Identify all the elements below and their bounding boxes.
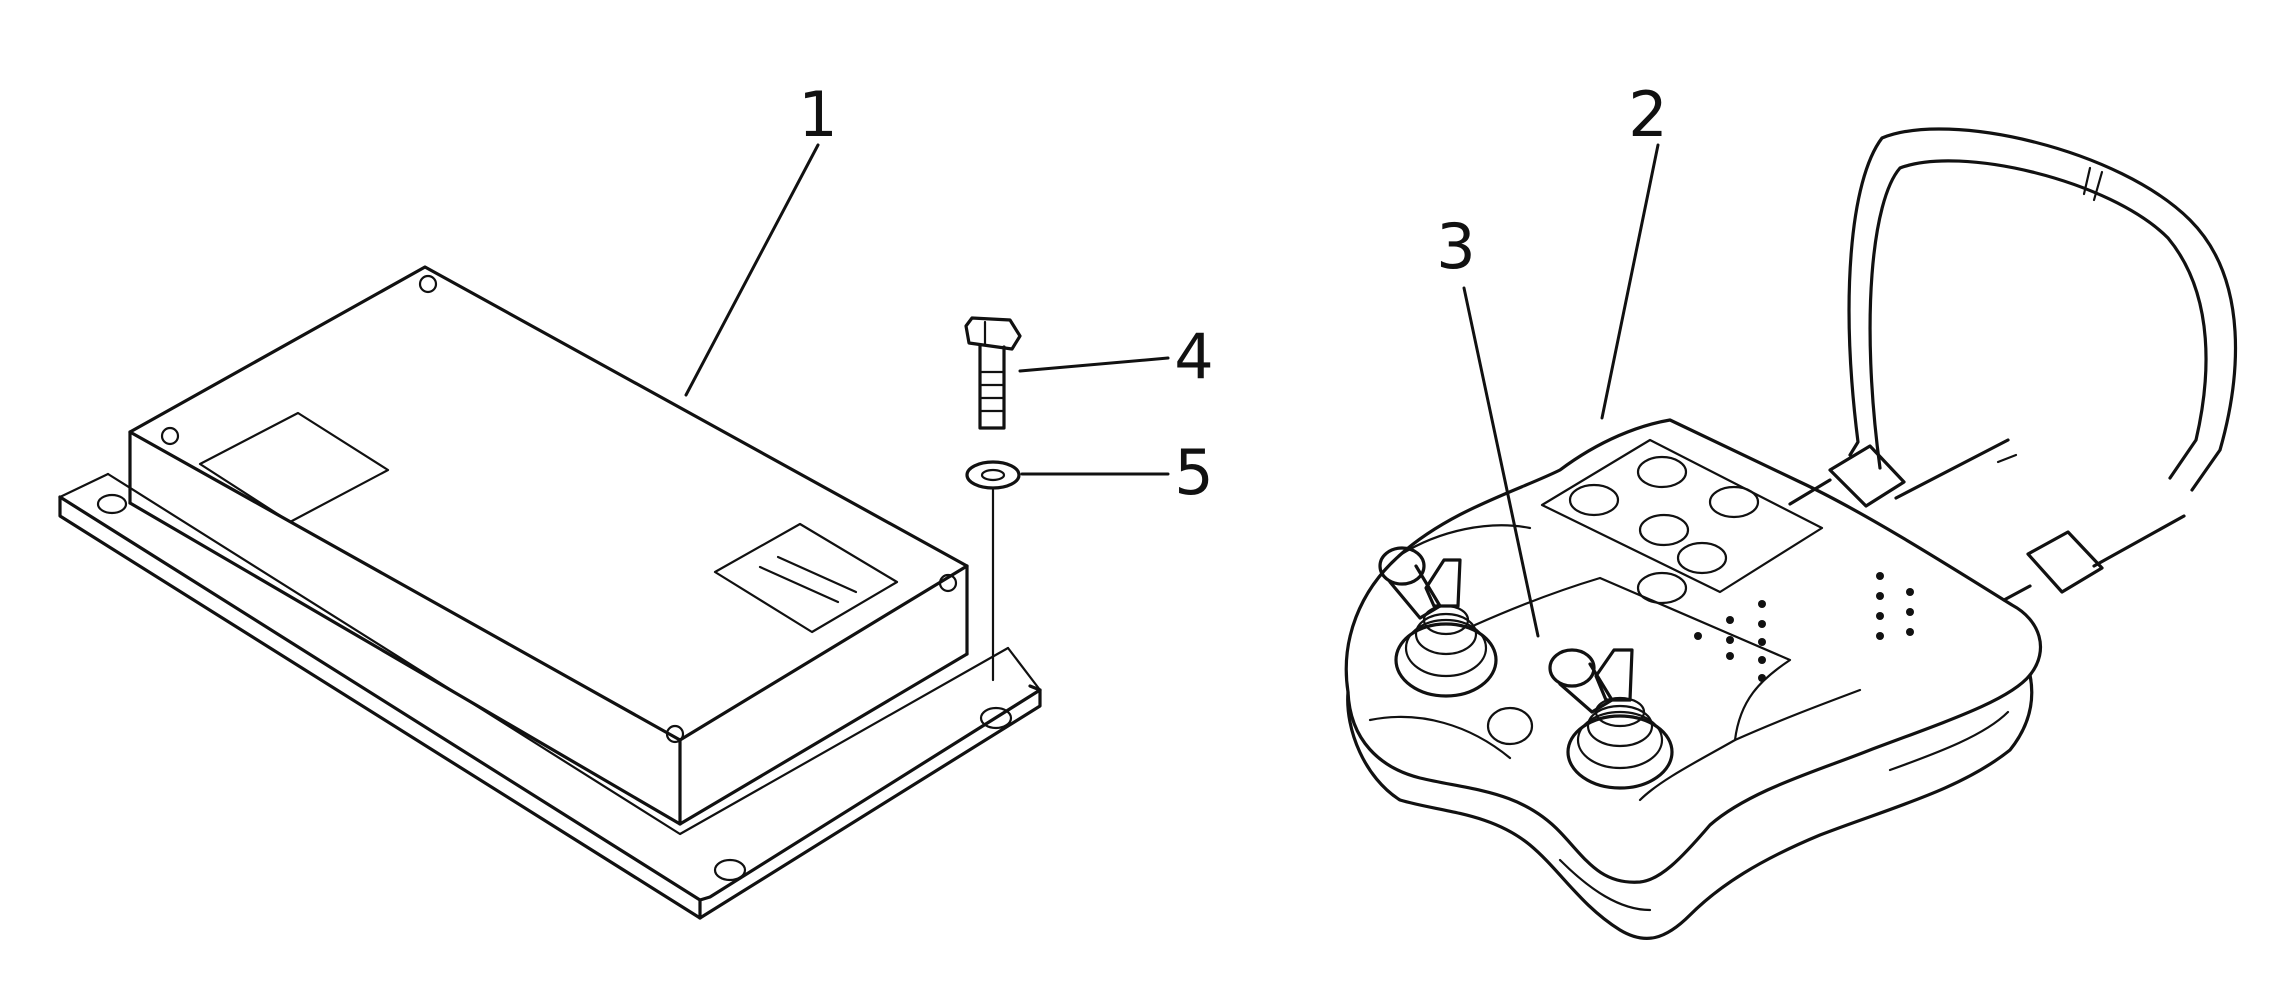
callout-4: 4 [1174,320,1213,393]
label-plate-right [713,522,899,634]
leader-line-2 [1600,143,1660,420]
keypad-button [1636,455,1688,489]
strap-buckle-icon [1828,444,1906,508]
strap-buckle-icon [2026,530,2104,594]
callout-labels: 1 2 3 4 5 [798,78,1667,509]
cover-screw-icon [160,426,180,446]
right-joystick-icon [1548,648,1674,790]
keypad-button [1636,571,1688,605]
leader-line-3 [1462,286,1540,638]
leader-lines [684,143,1660,638]
washer-icon [965,460,1021,682]
plate-hole-front [713,858,747,882]
callout-5: 5 [1174,436,1213,509]
cover-screw-icon [665,724,685,744]
leader-line-1 [684,143,820,397]
plate-hole-left [96,493,128,515]
callout-1: 1 [798,78,837,151]
controller-housing [1344,418,2042,940]
round-button [1486,706,1534,746]
left-joystick-icon [1378,546,1498,698]
callout-3: 3 [1436,210,1475,283]
carry-strap [1788,127,2238,602]
mounting-plate [58,472,1042,920]
plate-hole-right [979,706,1013,730]
cover-screw-icon [418,274,438,294]
keypad-button [1638,513,1690,547]
keypad-button [1568,483,1620,517]
bolt-icon [964,316,1022,430]
remote-controller-assembly [1344,127,2238,940]
keypad-button [1676,541,1728,575]
cover-screw-icon [938,573,958,593]
callout-2: 2 [1628,78,1667,151]
indicator-lights [1694,572,1914,682]
keypad-button [1708,485,1760,519]
leader-line-4 [1018,356,1170,373]
label-plate-left [198,411,390,524]
keypad-buttons [1486,455,1760,746]
control-box-body [128,265,969,826]
keypad-panel [1540,438,1824,594]
control-box-assembly [58,265,1042,920]
